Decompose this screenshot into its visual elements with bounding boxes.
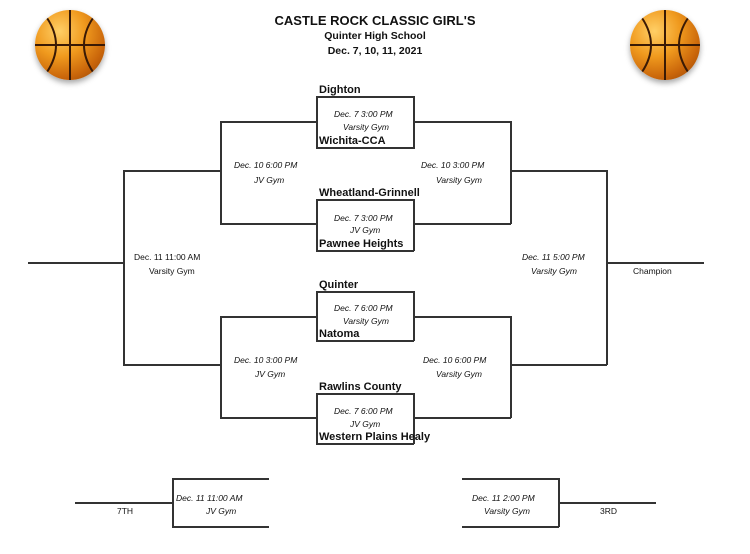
bracket-line — [172, 526, 269, 528]
page-title: CASTLE ROCK CLASSIC GIRL'S — [274, 13, 476, 28]
game-time: Dec. 7 3:00 PM — [334, 109, 393, 119]
game-time: Dec. 11 11:00 AM — [176, 493, 243, 503]
game-gym: Varsity Gym — [343, 122, 389, 132]
game-time: Dec. 7 6:00 PM — [334, 303, 393, 313]
game-time: Dec. 11 11:00 AM — [134, 252, 201, 262]
team-name: Wheatland-Grinnell — [319, 187, 420, 199]
bracket-line — [413, 96, 415, 149]
game-time: Dec. 10 6:00 PM — [234, 160, 298, 170]
basketball-icon — [630, 10, 700, 80]
bracket-line — [316, 393, 318, 444]
bracket-line — [606, 170, 608, 365]
game-time: Dec. 11 2:00 PM — [472, 493, 535, 503]
bracket-line — [316, 291, 414, 293]
bracket-line — [462, 478, 559, 480]
game-time: Dec. 10 3:00 PM — [421, 160, 485, 170]
bracket-line — [316, 443, 414, 445]
game-gym: Varsity Gym — [149, 266, 195, 276]
bracket-line — [220, 417, 317, 419]
team-name: Dighton — [319, 84, 361, 96]
place-label-3rd: 3RD — [600, 506, 618, 516]
bracket-line — [413, 223, 511, 225]
bracket-line — [316, 147, 414, 149]
bracket-line — [220, 121, 317, 123]
tournament-dates: Dec. 7, 10, 11, 2021 — [327, 45, 423, 57]
bracket-line — [316, 340, 414, 342]
game-time: Dec. 11 5:00 PM — [522, 252, 585, 262]
bracket-line — [316, 199, 414, 201]
bracket-line — [123, 170, 125, 365]
bracket-line — [123, 364, 221, 366]
game-gym: Varsity Gym — [436, 175, 482, 185]
basketball-icon — [35, 10, 105, 80]
bracket-line — [316, 199, 318, 251]
team-name: Wichita-CCA — [319, 135, 386, 147]
team-name: Western Plains Healy — [319, 431, 431, 443]
place-label-7th: 7TH — [117, 506, 134, 516]
bracket-line — [220, 316, 222, 418]
bracket-line — [462, 526, 559, 528]
bracket-line — [123, 170, 221, 172]
game-time: Dec. 10 6:00 PM — [423, 355, 487, 365]
bracket-line — [413, 316, 511, 318]
bracket-line — [413, 417, 511, 419]
bracket-line — [606, 262, 704, 264]
game-gym: JV Gym — [350, 419, 381, 429]
game-gym: JV Gym — [350, 225, 381, 235]
game-gym: JV Gym — [255, 369, 286, 379]
game-gym: Varsity Gym — [531, 266, 577, 276]
bracket-line — [28, 262, 124, 264]
bracket-line — [220, 121, 222, 224]
game-gym: Varsity Gym — [436, 369, 482, 379]
game-time: Dec. 10 3:00 PM — [234, 355, 298, 365]
basketball-seams — [35, 10, 105, 80]
bracket-line — [413, 393, 415, 444]
game-time: Dec. 7 3:00 PM — [334, 213, 393, 223]
bracket-line — [510, 364, 607, 366]
game-gym: Varsity Gym — [343, 316, 389, 326]
game-time: Dec. 7 6:00 PM — [334, 406, 393, 416]
bracket-line — [316, 393, 414, 395]
game-gym: JV Gym — [254, 175, 285, 185]
champion-label: Champion — [633, 266, 672, 276]
bracket-line — [316, 250, 414, 252]
bracket-line — [220, 223, 317, 225]
bracket-line — [558, 502, 656, 504]
team-name: Rawlins County — [319, 381, 402, 393]
team-name: Quinter — [319, 279, 359, 291]
bracket-line — [172, 478, 269, 480]
school-name: Quinter High School — [324, 30, 426, 42]
bracket-line — [413, 121, 511, 123]
team-name: Pawnee Heights — [319, 238, 404, 250]
bracket-line — [316, 96, 414, 98]
bracket-line — [510, 121, 512, 224]
game-gym: Varsity Gym — [484, 506, 530, 516]
bracket-line — [413, 199, 415, 251]
basketball-seams — [630, 10, 700, 80]
bracket-line — [510, 170, 607, 172]
bracket-line — [510, 316, 512, 418]
bracket-line — [220, 316, 317, 318]
team-name: Natoma — [319, 328, 360, 340]
game-gym: JV Gym — [206, 506, 237, 516]
bracket-line — [316, 96, 318, 149]
bracket-line — [75, 502, 173, 504]
